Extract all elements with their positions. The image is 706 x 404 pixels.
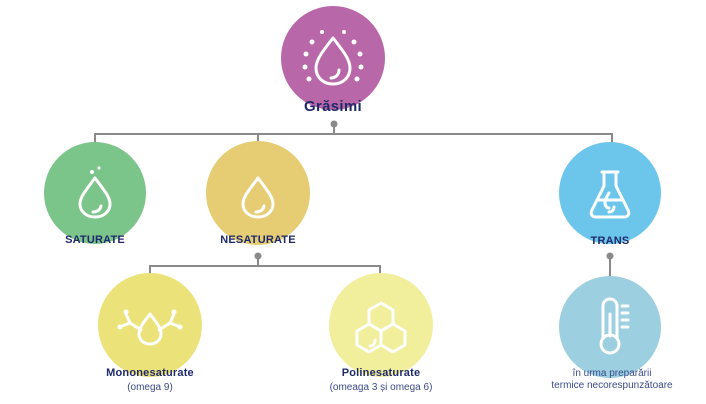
root-label: Grăsimi [304, 98, 362, 115]
node-mono [98, 273, 202, 377]
molecule-drop-icon [117, 309, 183, 346]
node-saturate [44, 142, 146, 244]
thermometer-icon [599, 297, 630, 355]
connector-dots [91, 120, 616, 284]
connector-lines [94, 123, 613, 281]
poli-label: Polinesaturate [341, 367, 421, 379]
connector-dot [254, 252, 262, 260]
saturate-circle [44, 142, 146, 244]
mono-circle [98, 273, 202, 377]
drop-icon [241, 176, 275, 219]
node-nesaturate [206, 141, 310, 245]
node-poli [329, 273, 433, 377]
connector-dot [606, 252, 614, 260]
thermo-label-line1: în urma preparării [572, 368, 652, 379]
nesaturate-label: NESATURATE [220, 234, 296, 246]
nesaturate-circle [206, 141, 310, 245]
poli-circle [329, 273, 433, 377]
mono-sublabel: (omega 9) [127, 382, 173, 393]
connector-dot [330, 120, 338, 128]
flask-icon [589, 170, 631, 219]
root-circle [281, 6, 385, 110]
drop-icon [78, 166, 112, 219]
node-trans [559, 142, 661, 244]
poli-sublabel: (omeaga 3 și omega 6) [329, 382, 433, 393]
node-thermo [559, 276, 661, 378]
thermo-label-line2: termice necorespunzătoare [551, 380, 673, 391]
oil-drop-bubbles-icon [302, 30, 364, 86]
mono-label: Mononesaturate [106, 367, 194, 379]
hexagon-molecule-icon [355, 301, 407, 354]
trans-label: TRANS [590, 235, 630, 247]
node-root [281, 6, 385, 110]
saturate-label: SATURATE [65, 234, 125, 246]
